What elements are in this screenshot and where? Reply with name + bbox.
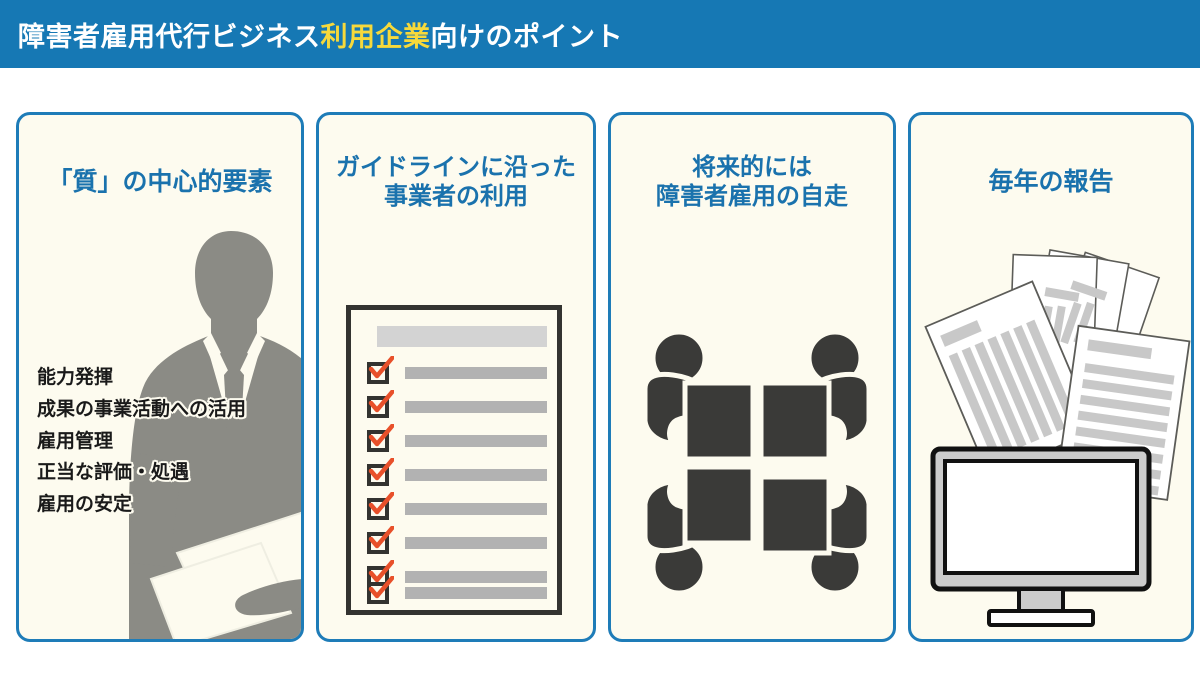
page-title-post: 向けのポイント [430,21,623,52]
slide-header-bar: 障害者雇用代行ビジネス利用企業向けのポイント [0,0,1200,68]
page-title: 障害者雇用代行ビジネス利用企業向けのポイント [0,15,623,54]
check-icon [368,560,394,583]
checklist-bar [405,537,547,549]
checklist-row [367,424,547,452]
businessman-silhouette-icon [129,231,301,639]
clipboard-inner [355,314,553,606]
checklist-row [367,492,547,520]
checklist-bar [405,401,547,413]
checklist-row [367,526,547,554]
quality-items-list: 能力発揮 成果の事業活動への活用 雇用管理 正当な評価・処遇 雇用の安定 [37,363,246,522]
checklist-bar [405,587,547,599]
checklist-bar [405,469,547,481]
card-title-quality: 「質」の中心的要素 [47,168,273,196]
card-title-guideline: ガイドラインに沿った 事業者の利用 [336,154,576,211]
list-item: 能力発揮 [37,367,114,388]
checklist-row [367,390,547,418]
meeting-people-table-icon [642,329,872,596]
card-guideline-compliant-providers[interactable]: ガイドラインに沿った 事業者の利用 [316,112,596,642]
check-icon [368,390,394,413]
checklist-row [367,576,547,604]
checklist-clipboard-icon [346,305,562,615]
check-icon [368,576,394,599]
check-icon [368,356,394,379]
checklist-bar [405,367,547,379]
card-title-future: 将来的には 障害者雇用の自走 [656,154,848,211]
card-row: 「質」の中心的要素 能力発揮 成果 [16,112,1194,642]
checklist-bar [405,503,547,515]
card-quality-core-elements[interactable]: 「質」の中心的要素 能力発揮 成果 [16,112,304,642]
card-future-self-driven-employment[interactable]: 将来的には 障害者雇用の自走 [608,112,896,642]
card-annual-report[interactable]: 毎年の報告 [908,112,1194,642]
checklist-bar [405,571,547,583]
page-title-pre: 障害者雇用代行ビジネス [18,21,321,52]
clipboard-header-bar [377,326,547,347]
list-item: 成果の事業活動への活用 [37,398,247,420]
list-item: 雇用管理 [37,430,114,452]
check-icon [368,492,394,515]
checklist-row [367,458,547,486]
list-item: 雇用の安定 [37,494,133,516]
check-icon [368,424,394,447]
check-icon [368,458,394,481]
list-item: 正当な評価・処遇 [37,462,190,484]
monitor-icon [930,446,1152,627]
checklist-row [367,356,547,384]
checklist-bar [405,435,547,447]
check-icon [368,526,394,549]
page-title-highlight: 利用企業 [320,21,431,52]
card-title-annual-report: 毎年の報告 [988,168,1114,196]
